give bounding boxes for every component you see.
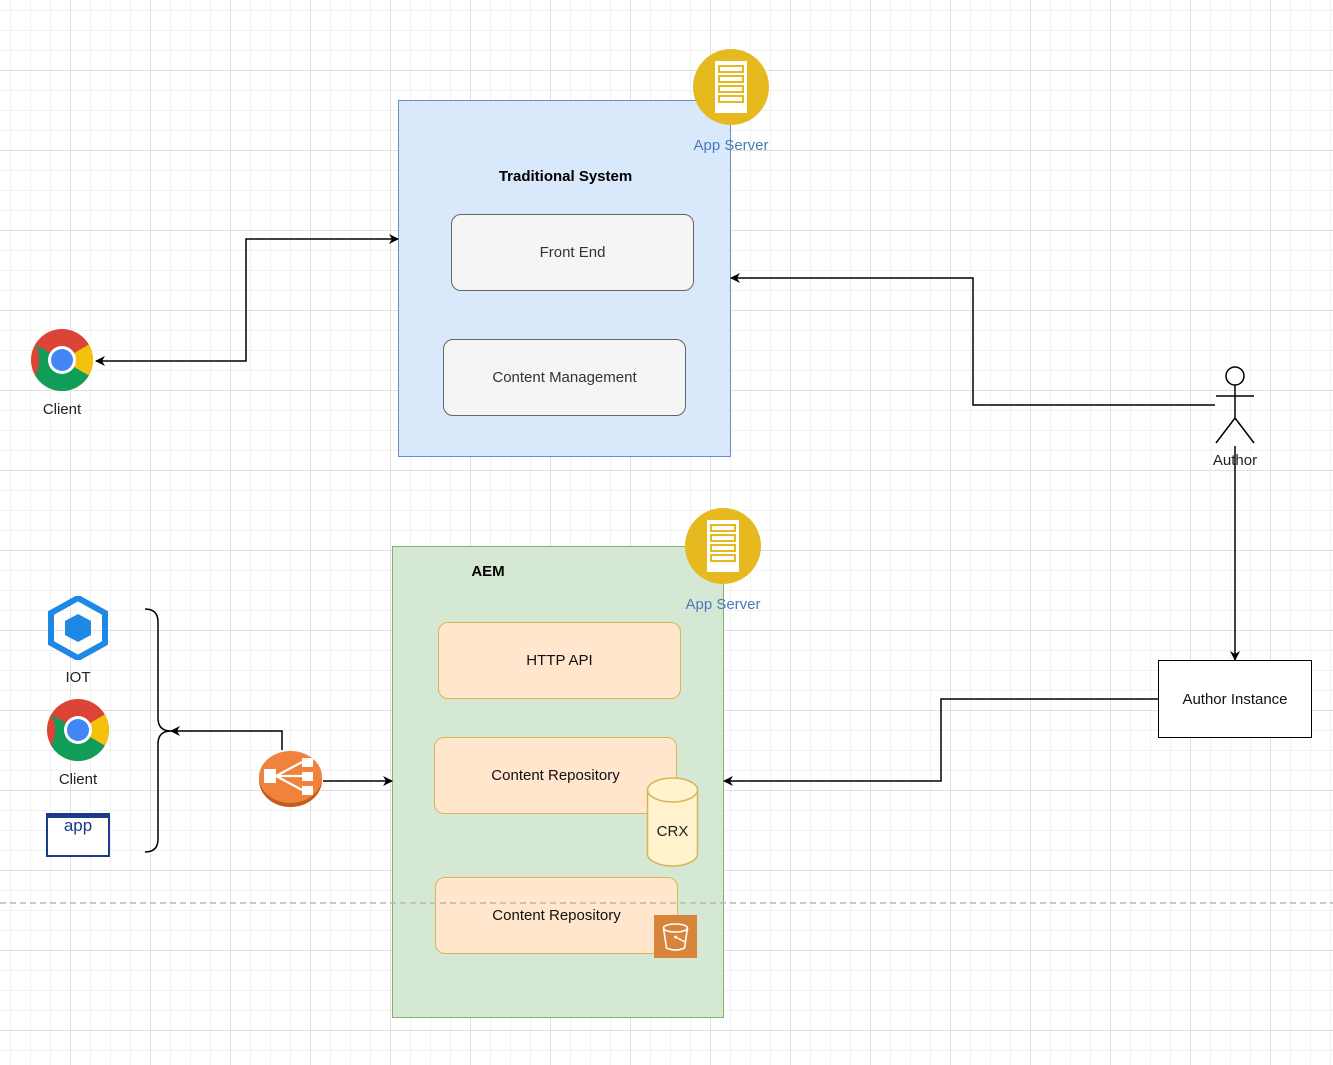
client-traditional-connector bbox=[95, 234, 399, 366]
client-label-top: Client bbox=[42, 401, 82, 418]
chrome-icon[interactable] bbox=[30, 328, 94, 392]
client-label-bottom: Client bbox=[58, 771, 98, 788]
crx-database-icon[interactable] bbox=[646, 776, 699, 868]
author-traditional-connector bbox=[730, 273, 1215, 406]
http-api-box[interactable]: HTTP API bbox=[438, 622, 681, 699]
traditional-system-title: Traditional System bbox=[498, 168, 633, 185]
app-server-label-top: App Server bbox=[693, 137, 769, 154]
clients-brace bbox=[144, 608, 172, 853]
iot-label: IOT bbox=[65, 669, 91, 686]
lb-clients-connector bbox=[170, 726, 283, 750]
front-end-box[interactable]: Front End bbox=[451, 214, 694, 291]
author-instance-box[interactable]: Author Instance bbox=[1158, 660, 1312, 738]
aem-title: AEM bbox=[471, 563, 505, 580]
chrome-icon[interactable] bbox=[46, 698, 110, 762]
author-label: Author bbox=[1212, 452, 1258, 469]
load-balancer-icon[interactable] bbox=[258, 750, 323, 808]
instance-aem-connector bbox=[723, 698, 1158, 786]
iot-hub-icon[interactable] bbox=[48, 594, 108, 662]
server-icon[interactable] bbox=[692, 48, 770, 126]
app-label: app bbox=[63, 816, 93, 835]
content-repository-box[interactable]: Content Repository bbox=[434, 737, 677, 814]
content-repository-s3-box[interactable]: Content Repository bbox=[435, 877, 678, 954]
crx-label: CRX bbox=[656, 823, 689, 840]
server-icon[interactable] bbox=[684, 507, 762, 585]
storage-bucket-icon bbox=[654, 915, 697, 958]
author-actor-icon[interactable] bbox=[1213, 366, 1257, 446]
content-management-box[interactable]: Content Management bbox=[443, 339, 686, 416]
app-window-icon[interactable]: app bbox=[46, 813, 110, 857]
app-server-label-bottom: App Server bbox=[685, 596, 761, 613]
